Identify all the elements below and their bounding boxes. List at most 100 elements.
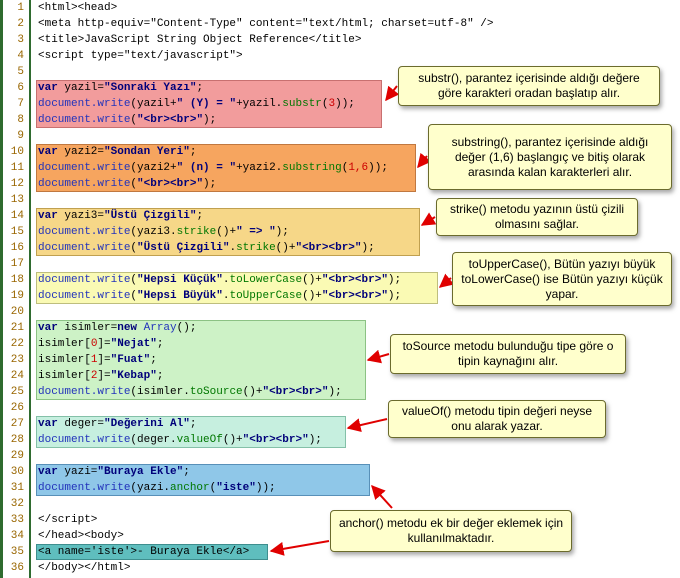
- code-line: var deger="Değerini Al";: [38, 416, 493, 432]
- code-token: );: [275, 226, 289, 238]
- line-number: 11: [10, 162, 24, 174]
- callout-strike: strike() metodu yazının üstü çizili olma…: [436, 198, 638, 236]
- code-token: " (Y) = ": [176, 98, 237, 110]
- code-token: strike: [236, 242, 276, 254]
- code-line: var yazi2="Sondan Yeri";: [38, 144, 493, 160]
- code-token: ;: [196, 82, 204, 94]
- code-token: );: [361, 242, 375, 254]
- valueof-highlight: [36, 416, 346, 448]
- line-number: 33: [10, 514, 24, 526]
- code-token: anchor: [170, 482, 210, 494]
- substring-highlight: [36, 144, 416, 192]
- code-token: (yazi3.: [130, 226, 177, 238]
- code-line: [38, 256, 493, 272]
- code-token: " => ": [236, 226, 276, 238]
- code-token: ()+: [275, 242, 296, 254]
- code-token: ));: [335, 98, 355, 110]
- code-token: <title>JavaScript String Object Referenc…: [38, 34, 362, 46]
- code-token: substring: [282, 162, 342, 174]
- code-line: document.write("Hepsi Büyük".toUpperCase…: [38, 288, 493, 304]
- callout-substring: substring(), parantez içerisinde aldığı …: [428, 124, 672, 190]
- line-number: 14: [10, 210, 24, 222]
- code-token: );: [203, 178, 217, 190]
- code-token: ;: [196, 210, 204, 222]
- line-number: 20: [10, 306, 24, 318]
- code-line: <title>JavaScript String Object Referenc…: [38, 32, 493, 48]
- code-token: "Nejat": [110, 338, 157, 350]
- code-token: "<br><br>": [321, 290, 388, 302]
- line-number: 18: [10, 274, 24, 286]
- code-token: ()+: [302, 274, 322, 286]
- code-token: (: [130, 290, 138, 302]
- line-number: 10: [10, 146, 24, 158]
- code-token: valueOf: [176, 434, 223, 446]
- code-line: <script type="text/javascript">: [38, 48, 493, 64]
- line-number: 13: [10, 194, 24, 206]
- line-number: 24: [10, 370, 24, 382]
- code-line: document.write(yazi3.strike()+" => ");: [38, 224, 493, 240]
- code-token: "<br><br>": [137, 114, 204, 126]
- tosource-highlight: [36, 320, 366, 400]
- code-line: var isimler=new Array();: [38, 320, 493, 336]
- line-number: 31: [10, 482, 24, 494]
- code-token: ()+: [222, 434, 243, 446]
- code-token: (yazil+: [130, 98, 177, 110]
- line-number: 3: [17, 34, 24, 46]
- code-token: yazi2=: [64, 146, 105, 158]
- code-token: (: [321, 98, 329, 110]
- code-line: isimler[0]="Nejat";: [38, 336, 493, 352]
- line-number: 1: [17, 2, 24, 14]
- code-token: +yazil.: [236, 98, 283, 110]
- code-token: isimler[: [38, 338, 91, 350]
- code-token: );: [387, 274, 402, 286]
- line-number: 6: [17, 82, 24, 94]
- line-number: 4: [17, 50, 24, 62]
- callout-case: toUpperCase(), Bütün yazıyı büyük toLowe…: [452, 252, 672, 306]
- code-token: ));: [255, 482, 276, 494]
- code-token: "<br><br>": [295, 242, 362, 254]
- code-token: strike: [176, 226, 217, 238]
- code-area[interactable]: <html><head><meta http-equiv="Content-Ty…: [38, 0, 493, 576]
- code-token: isimler[: [38, 370, 91, 382]
- code-token: document.write: [38, 290, 131, 302]
- code-line: [38, 448, 493, 464]
- code-token: toUpperCase: [229, 290, 303, 302]
- substr-highlight: [36, 80, 382, 128]
- code-token: "Kebap": [110, 370, 157, 382]
- code-token: document.write: [38, 242, 131, 254]
- code-token: toSource: [189, 386, 243, 398]
- code-line: </head><body>: [38, 528, 493, 544]
- code-token: <script type="text/javascript">: [38, 50, 243, 62]
- code-line: document.write("<br><br>");: [38, 112, 493, 128]
- code-token: <meta http-equiv="Content-Type" content=…: [38, 18, 494, 30]
- line-number: 36: [10, 562, 24, 574]
- code-token: "iste": [216, 482, 256, 494]
- code-token: new: [117, 322, 144, 334]
- code-token: toLowerCase: [229, 274, 303, 286]
- code-line: <a name='iste'>- Buraya Ekle</a>: [38, 544, 493, 560]
- line-number: 30: [10, 466, 24, 478]
- code-token: var: [38, 82, 65, 94]
- code-token: (: [209, 482, 217, 494]
- line-number: 7: [17, 98, 24, 110]
- code-token: 1: [90, 354, 98, 366]
- anchor-highlight: [36, 464, 370, 496]
- line-number: 16: [10, 242, 24, 254]
- code-token: document.write: [38, 178, 131, 190]
- line-number: 29: [10, 450, 24, 462]
- code-line: [38, 128, 493, 144]
- line-number: 34: [10, 530, 24, 542]
- code-token: "Fuat": [110, 354, 151, 366]
- code-token: ();: [176, 322, 197, 334]
- code-token: document.write: [38, 114, 131, 126]
- code-token: "Hepsi Büyük": [137, 290, 223, 302]
- code-line: </body></html>: [38, 560, 493, 576]
- code-token: );: [387, 290, 402, 302]
- code-line: isimler[2]="Kebap";: [38, 368, 493, 384]
- code-token: ));: [368, 162, 388, 174]
- code-token: .: [229, 242, 237, 254]
- code-token: 2: [90, 370, 98, 382]
- code-token: isimler=: [64, 322, 118, 334]
- code-line: [38, 192, 493, 208]
